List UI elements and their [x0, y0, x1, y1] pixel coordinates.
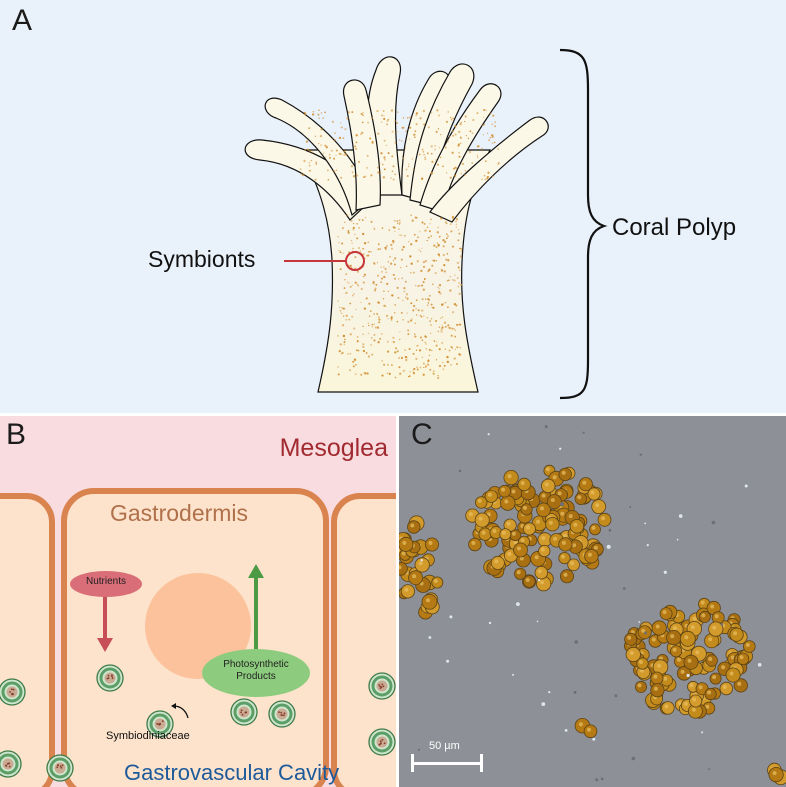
mesoglea-label: Mesoglea	[279, 434, 388, 462]
symbiont-cell	[0, 750, 22, 778]
cell-left	[0, 493, 55, 787]
symbiodiniaceae-label: Symbiodiniaceae	[106, 730, 190, 742]
cell-right	[331, 493, 396, 787]
scale-bar-label: 50 µm	[429, 740, 460, 752]
symbiont-cell	[230, 698, 258, 726]
nutrients-label: Nutrients	[85, 576, 126, 587]
symbiont-cell	[268, 700, 296, 728]
symbionts-label: Symbionts	[148, 246, 256, 272]
symbiont-cell	[96, 664, 124, 692]
products-bubble	[202, 649, 310, 697]
scale-bar	[411, 762, 483, 765]
gastrodermis-label: Gastrodermis	[110, 500, 249, 526]
tentacles	[244, 56, 549, 223]
symbiont-cell	[368, 672, 396, 700]
symbiont-dots	[299, 108, 500, 380]
symbiont-cell	[0, 678, 26, 706]
gastrodermis-diagram	[0, 488, 396, 787]
panel-c-micrograph: C 50 µm	[399, 416, 786, 787]
panel-letter-a: A	[12, 4, 33, 37]
photosynthetic-products-label: Photosynthetic Products	[223, 659, 289, 682]
panel-letter-c: C	[411, 418, 433, 451]
coral-polyp-label: Coral Polyp	[612, 214, 737, 241]
polyp-brace	[559, 48, 608, 400]
panel-a-coral-polyp: A Symbionts Coral Pol	[0, 0, 786, 413]
products-arrowhead	[248, 564, 264, 578]
panel-letter-b: B	[6, 418, 27, 451]
nucleus	[145, 573, 251, 679]
symbiodiniaceae-cells	[0, 664, 396, 782]
panel-b-cell-diagram: B Mesoglea Gastrodermis Nutrients Photos…	[0, 416, 396, 787]
nutrients-bubble	[70, 571, 142, 597]
gastrovascular-cavity-label: Gastrovascular Cavity	[124, 760, 340, 785]
symbiont-cell	[146, 710, 174, 738]
nutrients-arrowhead	[97, 638, 113, 652]
polyp-illustration	[244, 48, 608, 400]
symbiont-cell	[368, 728, 396, 756]
symbiont-cell	[46, 754, 74, 782]
symbiont-cluster-cells	[399, 425, 786, 786]
micrograph-image	[399, 416, 786, 787]
